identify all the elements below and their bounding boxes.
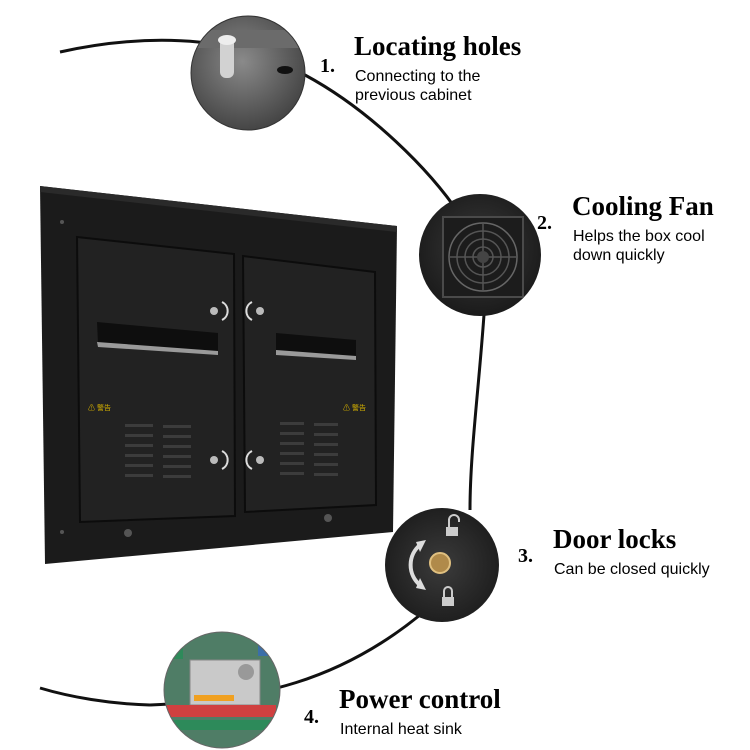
fan-icon — [419, 194, 541, 316]
feature-2-description: Helps the box cool down quickly — [573, 227, 750, 265]
feature-1-desc-line1: Connecting to the — [355, 68, 481, 85]
feature-3-description: Can be closed quickly — [554, 560, 750, 579]
feature-2-title: Cooling Fan — [572, 191, 714, 221]
feature-4-description: Internal heat sink — [340, 720, 560, 739]
feature-2-number: 2. — [537, 212, 552, 234]
cabinet-warning-left: ⚠ 警告 — [88, 403, 111, 412]
cabinet-illustration — [40, 186, 397, 564]
feature-3-title: Door locks — [553, 524, 677, 554]
feature-2-desc-line2: down quickly — [573, 247, 665, 264]
feature-3-number: 3. — [518, 545, 533, 567]
feature-4-number: 4. — [304, 706, 319, 728]
locating-pin-icon — [190, 15, 306, 131]
feature-2-desc-line1: Helps the box cool — [573, 228, 705, 245]
feature-4-desc-line1: Internal heat sink — [340, 721, 462, 738]
feature-1-description: Connecting to the previous cabinet — [355, 67, 575, 105]
feature-3-desc-line1: Can be closed quickly — [554, 561, 710, 578]
feature-4-title: Power control — [339, 684, 501, 714]
feature-1-number: 1. — [320, 55, 335, 77]
cabinet-warning-right: ⚠ 警告 — [343, 403, 366, 412]
feature-1-desc-line2: previous cabinet — [355, 87, 472, 104]
power-supply-icon — [163, 631, 281, 749]
lock-icon — [385, 508, 499, 622]
feature-1-title: Locating holes — [354, 31, 522, 61]
